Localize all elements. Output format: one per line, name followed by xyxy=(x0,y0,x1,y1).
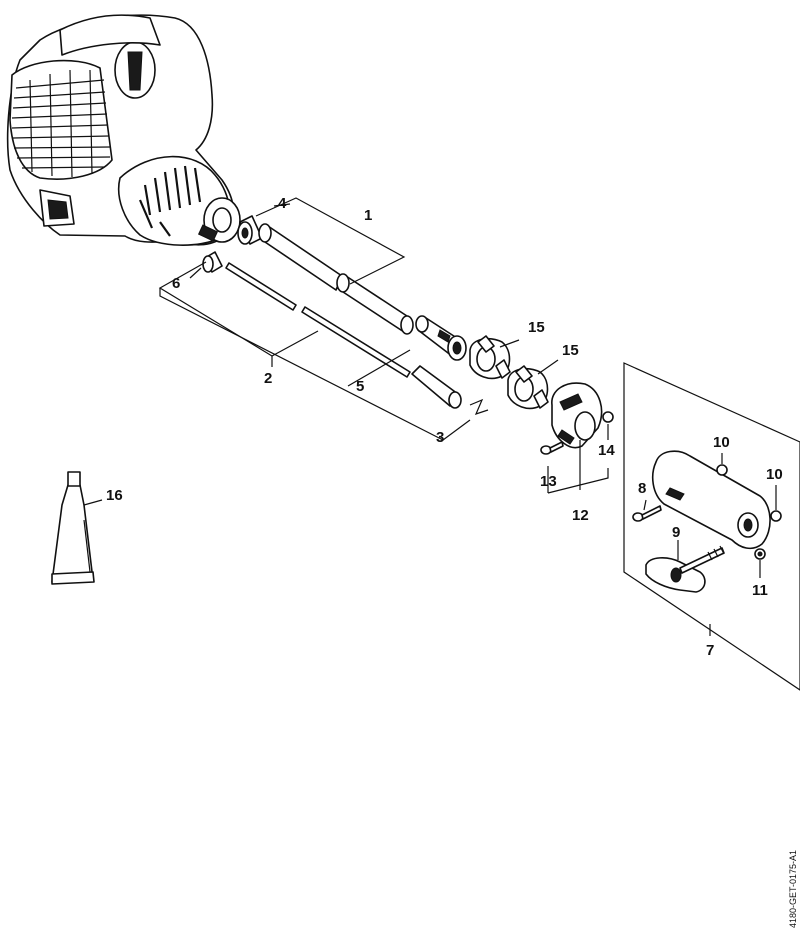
leader-lines xyxy=(83,197,777,636)
callout-7: 7 xyxy=(706,642,714,659)
part-15-clamp-a xyxy=(469,335,511,380)
grille-fins xyxy=(11,69,111,178)
callout-13: 13 xyxy=(540,473,557,490)
part-10-nut-a xyxy=(716,464,728,476)
part-1-drive-tube xyxy=(258,223,414,335)
callout-11: 11 xyxy=(752,582,768,599)
callout-16: 16 xyxy=(106,487,123,504)
part-7-handle-bar xyxy=(651,450,771,550)
callout-10b: 10 xyxy=(766,466,783,483)
callout-10a: 10 xyxy=(713,434,730,451)
callout-15b: 15 xyxy=(562,342,579,359)
callout-14: 14 xyxy=(598,442,615,459)
engine-housing xyxy=(6,14,241,246)
part-10-nut-b xyxy=(770,510,782,522)
callout-12: 12 xyxy=(572,507,589,524)
callout-9: 9 xyxy=(672,524,680,541)
part-3-shaft-end xyxy=(411,365,489,415)
part-9-knob xyxy=(645,545,725,593)
part-5-sleeve xyxy=(415,315,467,361)
part-6-bushing xyxy=(202,251,223,273)
callout-5: 5 xyxy=(356,378,364,395)
drawing-reference-code: 4180-GET-0175-A1 xyxy=(788,850,798,928)
part-8-screw xyxy=(632,505,662,522)
part-14-nut xyxy=(602,411,614,423)
part-12-handle-support xyxy=(551,382,603,449)
callout-1: 1 xyxy=(364,207,372,224)
callout-6: 6 xyxy=(172,275,180,292)
callout-2: 2 xyxy=(264,370,272,387)
part-13-screw xyxy=(540,441,564,455)
callout-4: 4 xyxy=(278,195,287,212)
part-4-bushing xyxy=(237,215,263,245)
part-7-group-frame xyxy=(623,362,800,691)
part-16-grease-tube xyxy=(51,471,95,585)
callout-labels: 1 2 3 4 5 6 7 8 9 10 10 11 12 13 14 15 1… xyxy=(106,195,783,659)
part-2-drive-shaft xyxy=(225,262,411,378)
callout-15a: 15 xyxy=(528,319,545,336)
part-15-clamp-b xyxy=(507,365,549,410)
fan-fins xyxy=(138,165,202,237)
callout-8: 8 xyxy=(638,480,646,497)
part-11-washer xyxy=(754,548,766,560)
callout-3: 3 xyxy=(436,429,444,446)
